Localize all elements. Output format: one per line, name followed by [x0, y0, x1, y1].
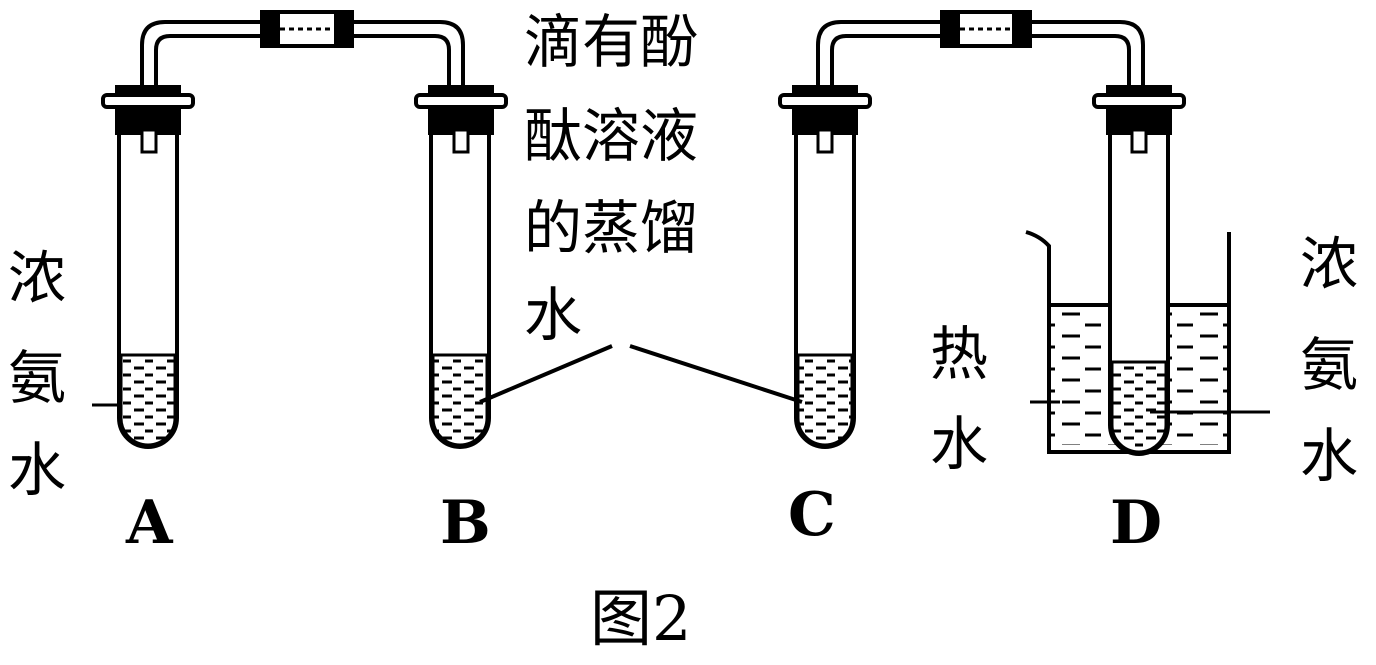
label-hot-water: 热 水 [930, 320, 988, 478]
svg-text:热: 热 [930, 320, 988, 388]
svg-text:氨: 氨 [1300, 331, 1358, 399]
test-tube-b [414, 85, 508, 449]
test-tube-a [92, 85, 195, 449]
svg-text:水: 水 [930, 410, 988, 478]
label-tube-b: B [440, 488, 491, 558]
svg-text:浓: 浓 [1300, 230, 1358, 298]
label-indicator-water: 滴有酚 酞溶液 的蒸馏 水 [524, 8, 698, 349]
svg-text:酞溶液: 酞溶液 [524, 102, 698, 170]
apparatus-cd [778, 10, 1270, 456]
indicator-leader-lines [479, 344, 803, 404]
svg-text:水: 水 [8, 436, 66, 504]
test-tube-d [1092, 85, 1270, 456]
svg-text:浓: 浓 [8, 244, 66, 312]
label-right-ammonia: 浓 氨 水 [1300, 230, 1358, 490]
svg-text:的蒸馏: 的蒸馏 [524, 194, 698, 262]
rubber-connector-ab [260, 10, 354, 48]
label-tube-a: A [125, 488, 174, 558]
svg-text:氨: 氨 [8, 344, 66, 412]
figure-caption: 图2 [590, 582, 691, 655]
label-tube-d: D [1110, 488, 1162, 558]
test-tube-c [778, 85, 872, 449]
label-left-ammonia: 浓 氨 水 [8, 244, 66, 504]
svg-text:水: 水 [1300, 422, 1358, 490]
rubber-connector-cd [940, 10, 1032, 48]
svg-text:滴有酚: 滴有酚 [524, 8, 698, 76]
svg-text:水: 水 [524, 281, 582, 349]
apparatus-ab [92, 10, 508, 449]
label-tube-c: C [788, 480, 836, 550]
